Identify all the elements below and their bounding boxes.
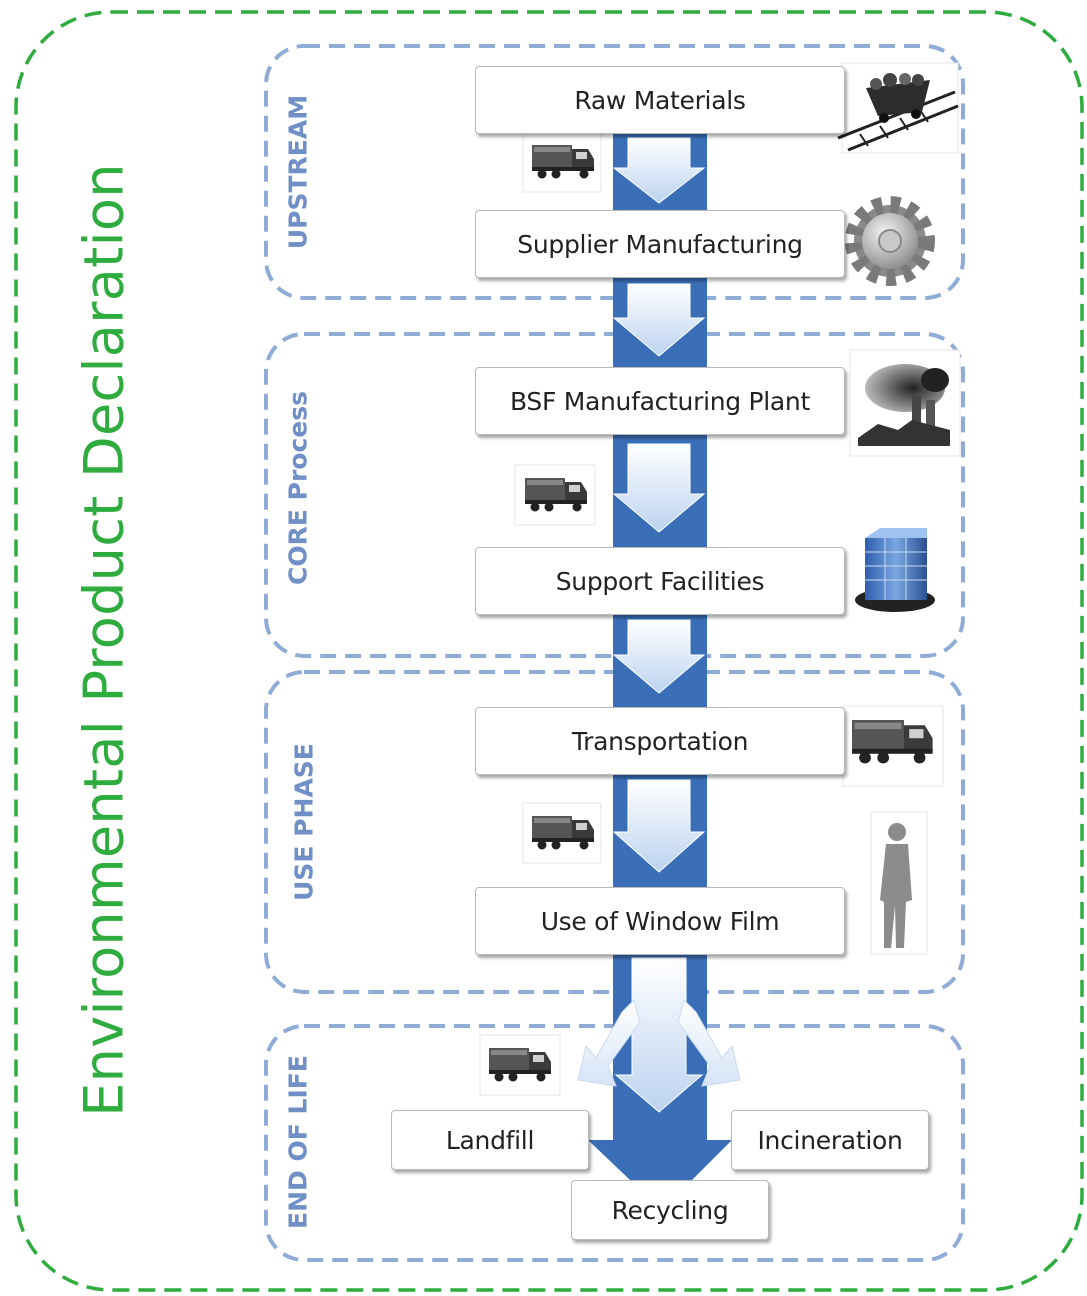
truck-icon xyxy=(522,802,602,864)
truck-icon xyxy=(522,131,602,193)
step-landfill: Landfill xyxy=(391,1110,589,1170)
step-incineration: Incineration xyxy=(731,1110,929,1170)
step-recycling: Recycling xyxy=(571,1180,769,1240)
phase-label-core: CORE Process xyxy=(283,391,313,585)
person-silhouette-icon xyxy=(870,811,928,955)
office-building-icon xyxy=(855,528,935,612)
phase-label-use: USE PHASE xyxy=(289,743,319,901)
gear-icon xyxy=(845,196,935,286)
diagram-title: Environmental Product Declaration xyxy=(72,163,136,1117)
step-supplier-manufacturing: Supplier Manufacturing xyxy=(475,210,845,278)
step-bsf-manufacturing-plant: BSF Manufacturing Plant xyxy=(475,367,845,435)
step-use-of-window-film: Use of Window Film xyxy=(475,887,845,955)
step-support-facilities: Support Facilities xyxy=(475,547,845,615)
step-raw-materials: Raw Materials xyxy=(475,66,845,134)
factory-smoke-icon xyxy=(849,349,961,457)
truck-icon xyxy=(514,464,596,526)
mine-cart-icon xyxy=(837,62,959,154)
phase-label-end-of-life: END OF LIFE xyxy=(283,1055,313,1229)
step-transportation: Transportation xyxy=(475,707,845,775)
truck-icon xyxy=(479,1034,561,1096)
phase-label-upstream: UPSTREAM xyxy=(283,94,313,250)
truck-icon xyxy=(842,705,944,787)
